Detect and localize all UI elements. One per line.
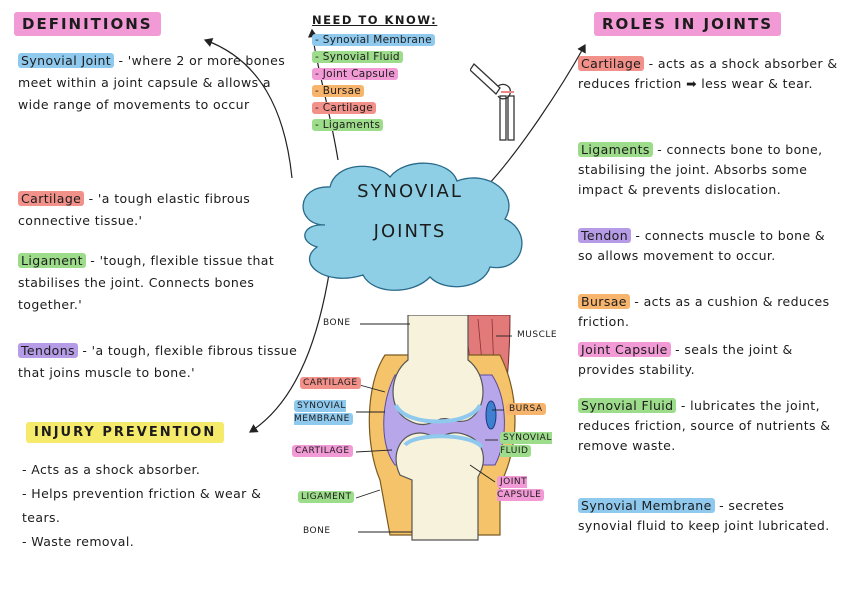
center-cloud: [302, 162, 523, 291]
center-title-line-1: SYNOVIAL: [357, 181, 463, 202]
definition-tendons: Tendons - 'a tough, flexible fibrous tis…: [18, 340, 298, 384]
role-text: - connects bone to bone, stabilising the…: [578, 142, 823, 197]
definition-synovial-joint: Synovial Joint - 'where 2 or more bones …: [18, 50, 298, 116]
arrow-to-injury: [248, 267, 331, 433]
term-cartilage: Cartilage: [578, 56, 645, 71]
joint-diagram: [368, 315, 516, 541]
label-joint-capsule: JOINT CAPSULE: [497, 476, 552, 502]
role-text: - lubricates the joint, reduces friction…: [578, 398, 831, 453]
definition-text: - 'where 2 or more bones meet within a j…: [18, 53, 286, 112]
term-bursae: Bursae: [578, 294, 630, 309]
injury-item: - Waste removal.: [22, 534, 135, 549]
term-synovial-fluid: Synovial Fluid: [578, 398, 677, 413]
injury-item: - Helps prevention friction & wear & tea…: [22, 486, 262, 525]
definition-text: - 'tough, flexible tissue that stabilise…: [18, 253, 275, 312]
arm-joint-sketch: [470, 63, 515, 141]
need-to-know-section: NEED TO KNOW: - Synovial Membrane - Syno…: [312, 12, 482, 134]
need-to-know-title: NEED TO KNOW:: [312, 13, 438, 27]
role-synovial-membrane: Synovial Membrane - secretes synovial fl…: [578, 496, 840, 536]
role-text: - connects muscle to bone & so allows mo…: [578, 228, 826, 263]
term-synovial-joint: Synovial Joint: [18, 53, 115, 68]
need-to-know-item: - Synovial Fluid: [312, 49, 482, 66]
definition-text: - 'a tough, flexible fibrous tissue that…: [18, 343, 298, 380]
injury-item: - Acts as a shock absorber.: [22, 462, 201, 477]
term-cartilage: Cartilage: [18, 191, 85, 206]
arrow-to-definitions: [203, 37, 293, 179]
arrow-to-roles: [487, 43, 586, 186]
need-to-know-item: - Bursae: [312, 83, 482, 100]
need-to-know-item: - Cartilage: [312, 100, 482, 117]
term-tendon: Tendon: [578, 228, 632, 243]
label-muscle: MUSCLE: [517, 330, 558, 340]
bursa-shape: [485, 400, 497, 430]
label-bursa: BURSA: [506, 403, 546, 415]
label-cartilage-top: CARTILAGE: [300, 377, 361, 389]
definition-text: - 'a tough elastic fibrous connective ti…: [18, 191, 251, 228]
role-ligaments: Ligaments - connects bone to bone, stabi…: [578, 140, 840, 200]
term-ligaments: Ligaments: [578, 142, 653, 157]
roles-title: ROLES IN JOINTS: [594, 12, 781, 36]
role-text: - acts as a shock absorber & reduces fri…: [578, 56, 838, 91]
role-text: - acts as a cushion & reduces friction.: [578, 294, 830, 329]
injury-title: INJURY PREVENTION: [26, 422, 225, 443]
label-bone-top: BONE: [323, 318, 351, 328]
role-tendon: Tendon - connects muscle to bone & so al…: [578, 226, 840, 266]
term-synovial-membrane: Synovial Membrane: [578, 498, 715, 513]
need-to-know-item: - Joint Capsule: [312, 66, 482, 83]
need-to-know-item: - Synovial Membrane: [312, 32, 482, 49]
definition-cartilage: Cartilage - 'a tough elastic fibrous con…: [18, 188, 298, 232]
role-text: - seals the joint & provides stability.: [578, 342, 793, 377]
role-synovial-fluid: Synovial Fluid - lubricates the joint, r…: [578, 396, 840, 456]
term-ligament: Ligament: [18, 253, 86, 268]
term-joint-capsule: Joint Capsule: [578, 342, 671, 357]
term-tendons: Tendons: [18, 343, 78, 358]
label-bone-bottom: BONE: [303, 526, 331, 536]
need-to-know-item: - Ligaments: [312, 117, 482, 134]
role-joint-capsule: Joint Capsule - seals the joint & provid…: [578, 340, 840, 380]
center-title-line-2: JOINTS: [373, 221, 447, 242]
definition-ligament: Ligament - 'tough, flexible tissue that …: [18, 250, 298, 316]
injury-list: - Acts as a shock absorber. - Helps prev…: [22, 458, 292, 554]
center-title: SYNOVIAL JOINTS: [285, 172, 535, 252]
role-text: - secretes synovial fluid to keep joint …: [578, 498, 830, 533]
role-cartilage: Cartilage - acts as a shock absorber & r…: [578, 54, 840, 94]
label-synovial-fluid: SYNOVIAL FLUID: [500, 432, 552, 457]
definitions-title: DEFINITIONS: [14, 12, 161, 36]
label-synovial-membrane: SYNOVIAL MEMBRANE: [294, 400, 358, 426]
label-cartilage-bottom: CARTILAGE: [292, 445, 353, 457]
label-ligament: LIGAMENT: [298, 491, 355, 503]
role-bursae: Bursae - acts as a cushion & reduces fri…: [578, 292, 840, 332]
